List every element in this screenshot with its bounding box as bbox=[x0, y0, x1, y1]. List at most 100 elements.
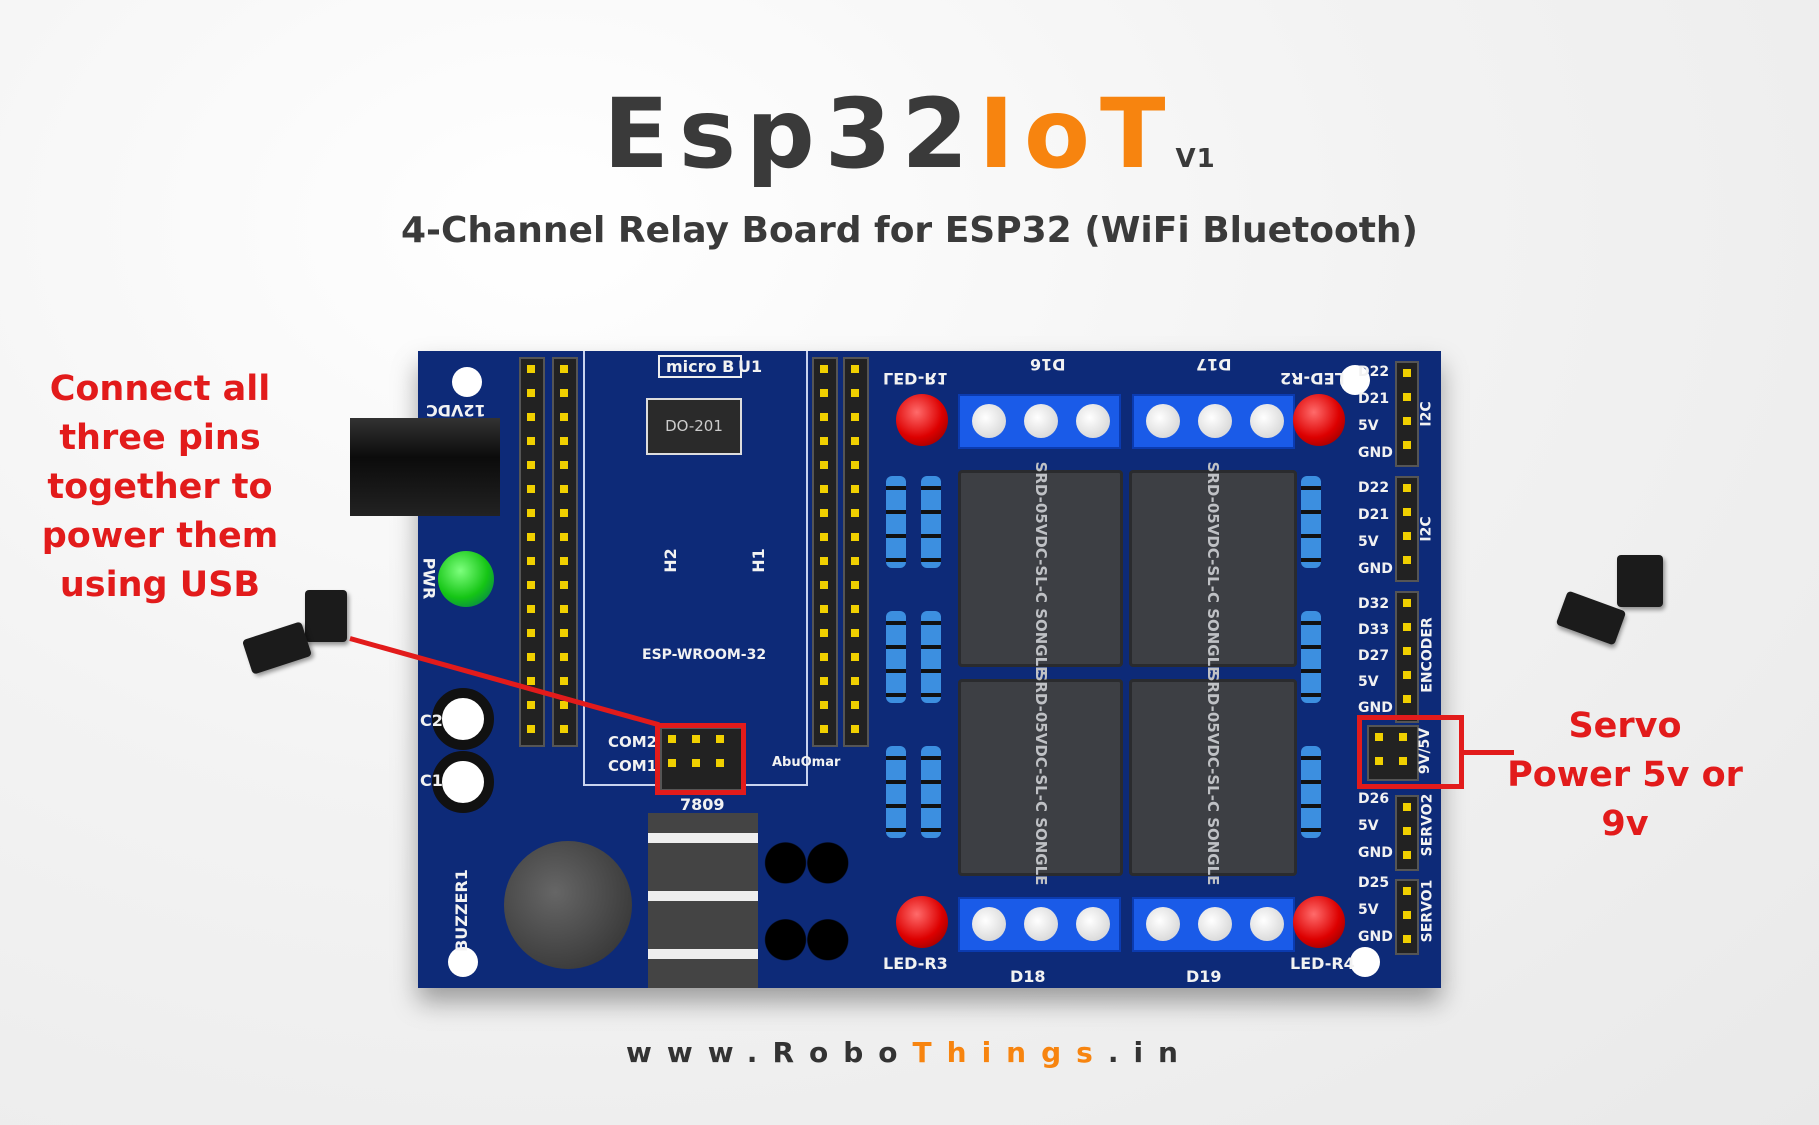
header-pin bbox=[1403, 599, 1411, 607]
header-pin bbox=[1403, 647, 1411, 655]
servo1-header[interactable] bbox=[1395, 879, 1419, 955]
relay-2: SRD-05VDC-SL-C SONGLE bbox=[1129, 461, 1297, 676]
jumper-cap-image bbox=[1617, 555, 1663, 607]
d16-label: D16 bbox=[1030, 355, 1066, 374]
title-version: V1 bbox=[1175, 144, 1216, 174]
header-pin bbox=[527, 365, 535, 373]
header-pin bbox=[527, 485, 535, 493]
encoder-header[interactable] bbox=[1395, 591, 1419, 723]
h2-label: H2 bbox=[660, 548, 680, 573]
header-pin bbox=[820, 605, 828, 613]
led-r2-label: LED-R2 bbox=[1280, 369, 1345, 388]
header-pin bbox=[851, 701, 859, 709]
mount-hole bbox=[448, 947, 478, 977]
header-pin bbox=[560, 485, 568, 493]
com2-label: COM2 bbox=[608, 733, 658, 751]
buzzer-label: BUZZER1 bbox=[451, 869, 471, 952]
servo-jumper-highlight bbox=[1357, 715, 1464, 789]
pin-header bbox=[552, 357, 578, 747]
header-pin bbox=[716, 759, 724, 767]
servo-power-jumper[interactable] bbox=[1367, 725, 1419, 781]
header-pin bbox=[668, 759, 676, 767]
i2c-header-2[interactable] bbox=[1395, 476, 1419, 582]
website-url[interactable]: www.RoboThings.in bbox=[626, 1036, 1193, 1069]
resistor bbox=[921, 611, 941, 703]
header-pin bbox=[851, 533, 859, 541]
led-r3-label: LED-R3 bbox=[883, 954, 948, 973]
header-pin bbox=[560, 365, 568, 373]
product-title: Esp32IoTV1 bbox=[0, 78, 1819, 190]
header-pin bbox=[560, 653, 568, 661]
header-pin bbox=[851, 629, 859, 637]
header-pin bbox=[1403, 935, 1411, 943]
screw-terminal-3 bbox=[958, 897, 1121, 952]
header-pin bbox=[527, 725, 535, 733]
header-pin bbox=[851, 365, 859, 373]
header-pin bbox=[1403, 887, 1411, 895]
diode-do201: DO-201 bbox=[646, 398, 742, 455]
resistor bbox=[886, 746, 906, 838]
relay-led-4 bbox=[1293, 896, 1345, 948]
servo-power-note: Servo Power 5v or 9v bbox=[1507, 706, 1743, 844]
servo2-label: SERVO2 bbox=[1419, 793, 1436, 857]
resistor bbox=[1301, 746, 1321, 838]
usb-power-note: Connect all three pins together to power… bbox=[41, 369, 279, 605]
header-pin bbox=[851, 437, 859, 445]
mount-hole bbox=[452, 367, 482, 397]
header-pin bbox=[820, 677, 828, 685]
header-pin bbox=[527, 677, 535, 685]
voltage-regulator bbox=[648, 813, 758, 988]
header-pin bbox=[1403, 671, 1411, 679]
header-pin bbox=[527, 461, 535, 469]
pin-header bbox=[519, 357, 545, 747]
header-pin bbox=[527, 389, 535, 397]
header-pin bbox=[1403, 623, 1411, 631]
header-pin bbox=[1403, 851, 1411, 859]
jumper-cap-image bbox=[241, 621, 313, 675]
header-pin bbox=[820, 413, 828, 421]
header-pin bbox=[527, 533, 535, 541]
led-r1-label: LED-R1 bbox=[883, 369, 948, 388]
servo1-label: SERVO1 bbox=[1419, 879, 1436, 943]
dc-jack bbox=[350, 418, 500, 516]
header-pin bbox=[527, 629, 535, 637]
resistor bbox=[886, 611, 906, 703]
header-pin bbox=[820, 533, 828, 541]
header-pin bbox=[820, 461, 828, 469]
header-pin bbox=[851, 461, 859, 469]
header-pin bbox=[851, 581, 859, 589]
header-pin bbox=[692, 759, 700, 767]
header-pin bbox=[820, 701, 828, 709]
micro-b-label: micro B bbox=[658, 355, 743, 378]
header-pin bbox=[820, 437, 828, 445]
i2c-label-1: I2C bbox=[1418, 401, 1435, 427]
title-iot: IoT bbox=[978, 78, 1176, 190]
header-pin bbox=[820, 725, 828, 733]
header-pin bbox=[851, 557, 859, 565]
led-r4-label: LED-R4 bbox=[1290, 954, 1355, 973]
header-pin bbox=[560, 605, 568, 613]
i2c-header-1[interactable] bbox=[1395, 361, 1419, 467]
relay-led-3 bbox=[896, 896, 948, 948]
header-pin bbox=[820, 365, 828, 373]
pwr-label: PWR bbox=[419, 557, 439, 600]
com-jumper-highlight bbox=[655, 723, 746, 795]
u1-label: U1 bbox=[738, 357, 763, 376]
header-pin bbox=[560, 437, 568, 445]
servo2-header[interactable] bbox=[1395, 795, 1419, 871]
header-pin bbox=[1403, 441, 1411, 449]
resistor bbox=[886, 476, 906, 568]
servo-power-label: 9V/5V bbox=[1417, 727, 1434, 775]
pin-header bbox=[812, 357, 838, 747]
screw-terminal-2 bbox=[1132, 394, 1295, 449]
buzzer bbox=[504, 841, 632, 969]
electrolytic-caps bbox=[763, 831, 853, 976]
header-pin bbox=[560, 725, 568, 733]
header-pin bbox=[1375, 757, 1383, 765]
header-pin bbox=[560, 629, 568, 637]
header-pin bbox=[560, 413, 568, 421]
header-pin bbox=[1403, 911, 1411, 919]
screw-terminal-1 bbox=[958, 394, 1121, 449]
